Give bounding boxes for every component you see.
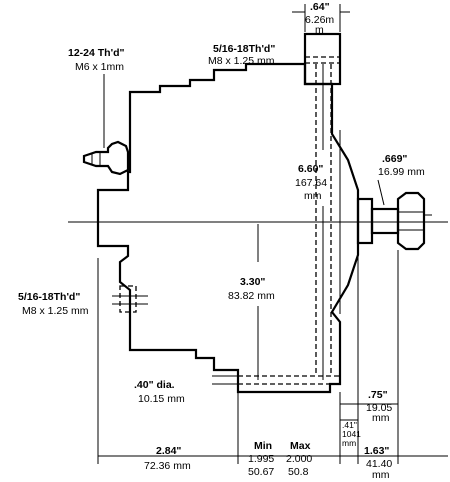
terminal-stud	[82, 140, 130, 176]
hole-dia-1: .40" dia.	[134, 379, 175, 391]
shaft-leader	[377, 179, 385, 206]
thread-left-2: M8 x 1.25 mm	[22, 305, 89, 317]
thread-top-left-1: 12-24 Th'd"	[68, 47, 125, 59]
d041-in: .41"	[342, 420, 357, 430]
thread-left-1: 5/16-18Th'd"	[18, 291, 80, 303]
shaft-collar	[356, 197, 374, 245]
min-in: 1.995	[248, 453, 274, 465]
d163-mm2: mm	[372, 469, 390, 481]
min-mm: 50.67	[248, 466, 274, 478]
height-330-in: 3.30"	[240, 276, 265, 288]
thread-top-right-2: M8 x 1.25 mm	[208, 55, 275, 67]
height-660-in: 6.60"	[298, 163, 323, 175]
shaft-dia-in: .669"	[382, 153, 407, 165]
top-width-mm: 6.26m	[305, 14, 334, 26]
max-in: 2.000	[286, 453, 312, 465]
d041-mm: 1041	[342, 429, 361, 439]
d075-mm2: mm	[372, 412, 390, 424]
d075-mm: 19.05	[366, 402, 392, 414]
d163-in: 1.63"	[364, 445, 389, 457]
shaft	[370, 207, 400, 235]
top-width-in: .64"	[310, 1, 330, 13]
height-660-mm: 167.64	[295, 177, 327, 189]
d041-mm2: mm	[342, 438, 356, 448]
min-head: Min	[254, 440, 272, 452]
top-width-mm2: m	[315, 24, 324, 36]
shaft-dia-mm: 16.99 mm	[378, 166, 425, 178]
left-threaded-hole	[119, 285, 137, 313]
d075-in: .75"	[368, 389, 388, 401]
thread-top-left-2: M6 x 1mm	[75, 61, 124, 73]
d163-mm: 41.40	[366, 458, 392, 470]
d284-mm: 72.36 mm	[144, 460, 191, 472]
max-head: Max	[290, 440, 311, 452]
thread-top-right-1: 5/16-18Th'd"	[213, 43, 275, 55]
height-330-mm: 83.82 mm	[228, 290, 275, 302]
d284-in: 2.84"	[156, 445, 181, 457]
max-mm: 50.8	[288, 466, 309, 478]
shaft-nut	[396, 191, 426, 251]
height-660-mm2: mm	[304, 190, 322, 202]
hole-dia-2: 10.15 mm	[138, 393, 185, 405]
housing-outline	[96, 62, 360, 394]
